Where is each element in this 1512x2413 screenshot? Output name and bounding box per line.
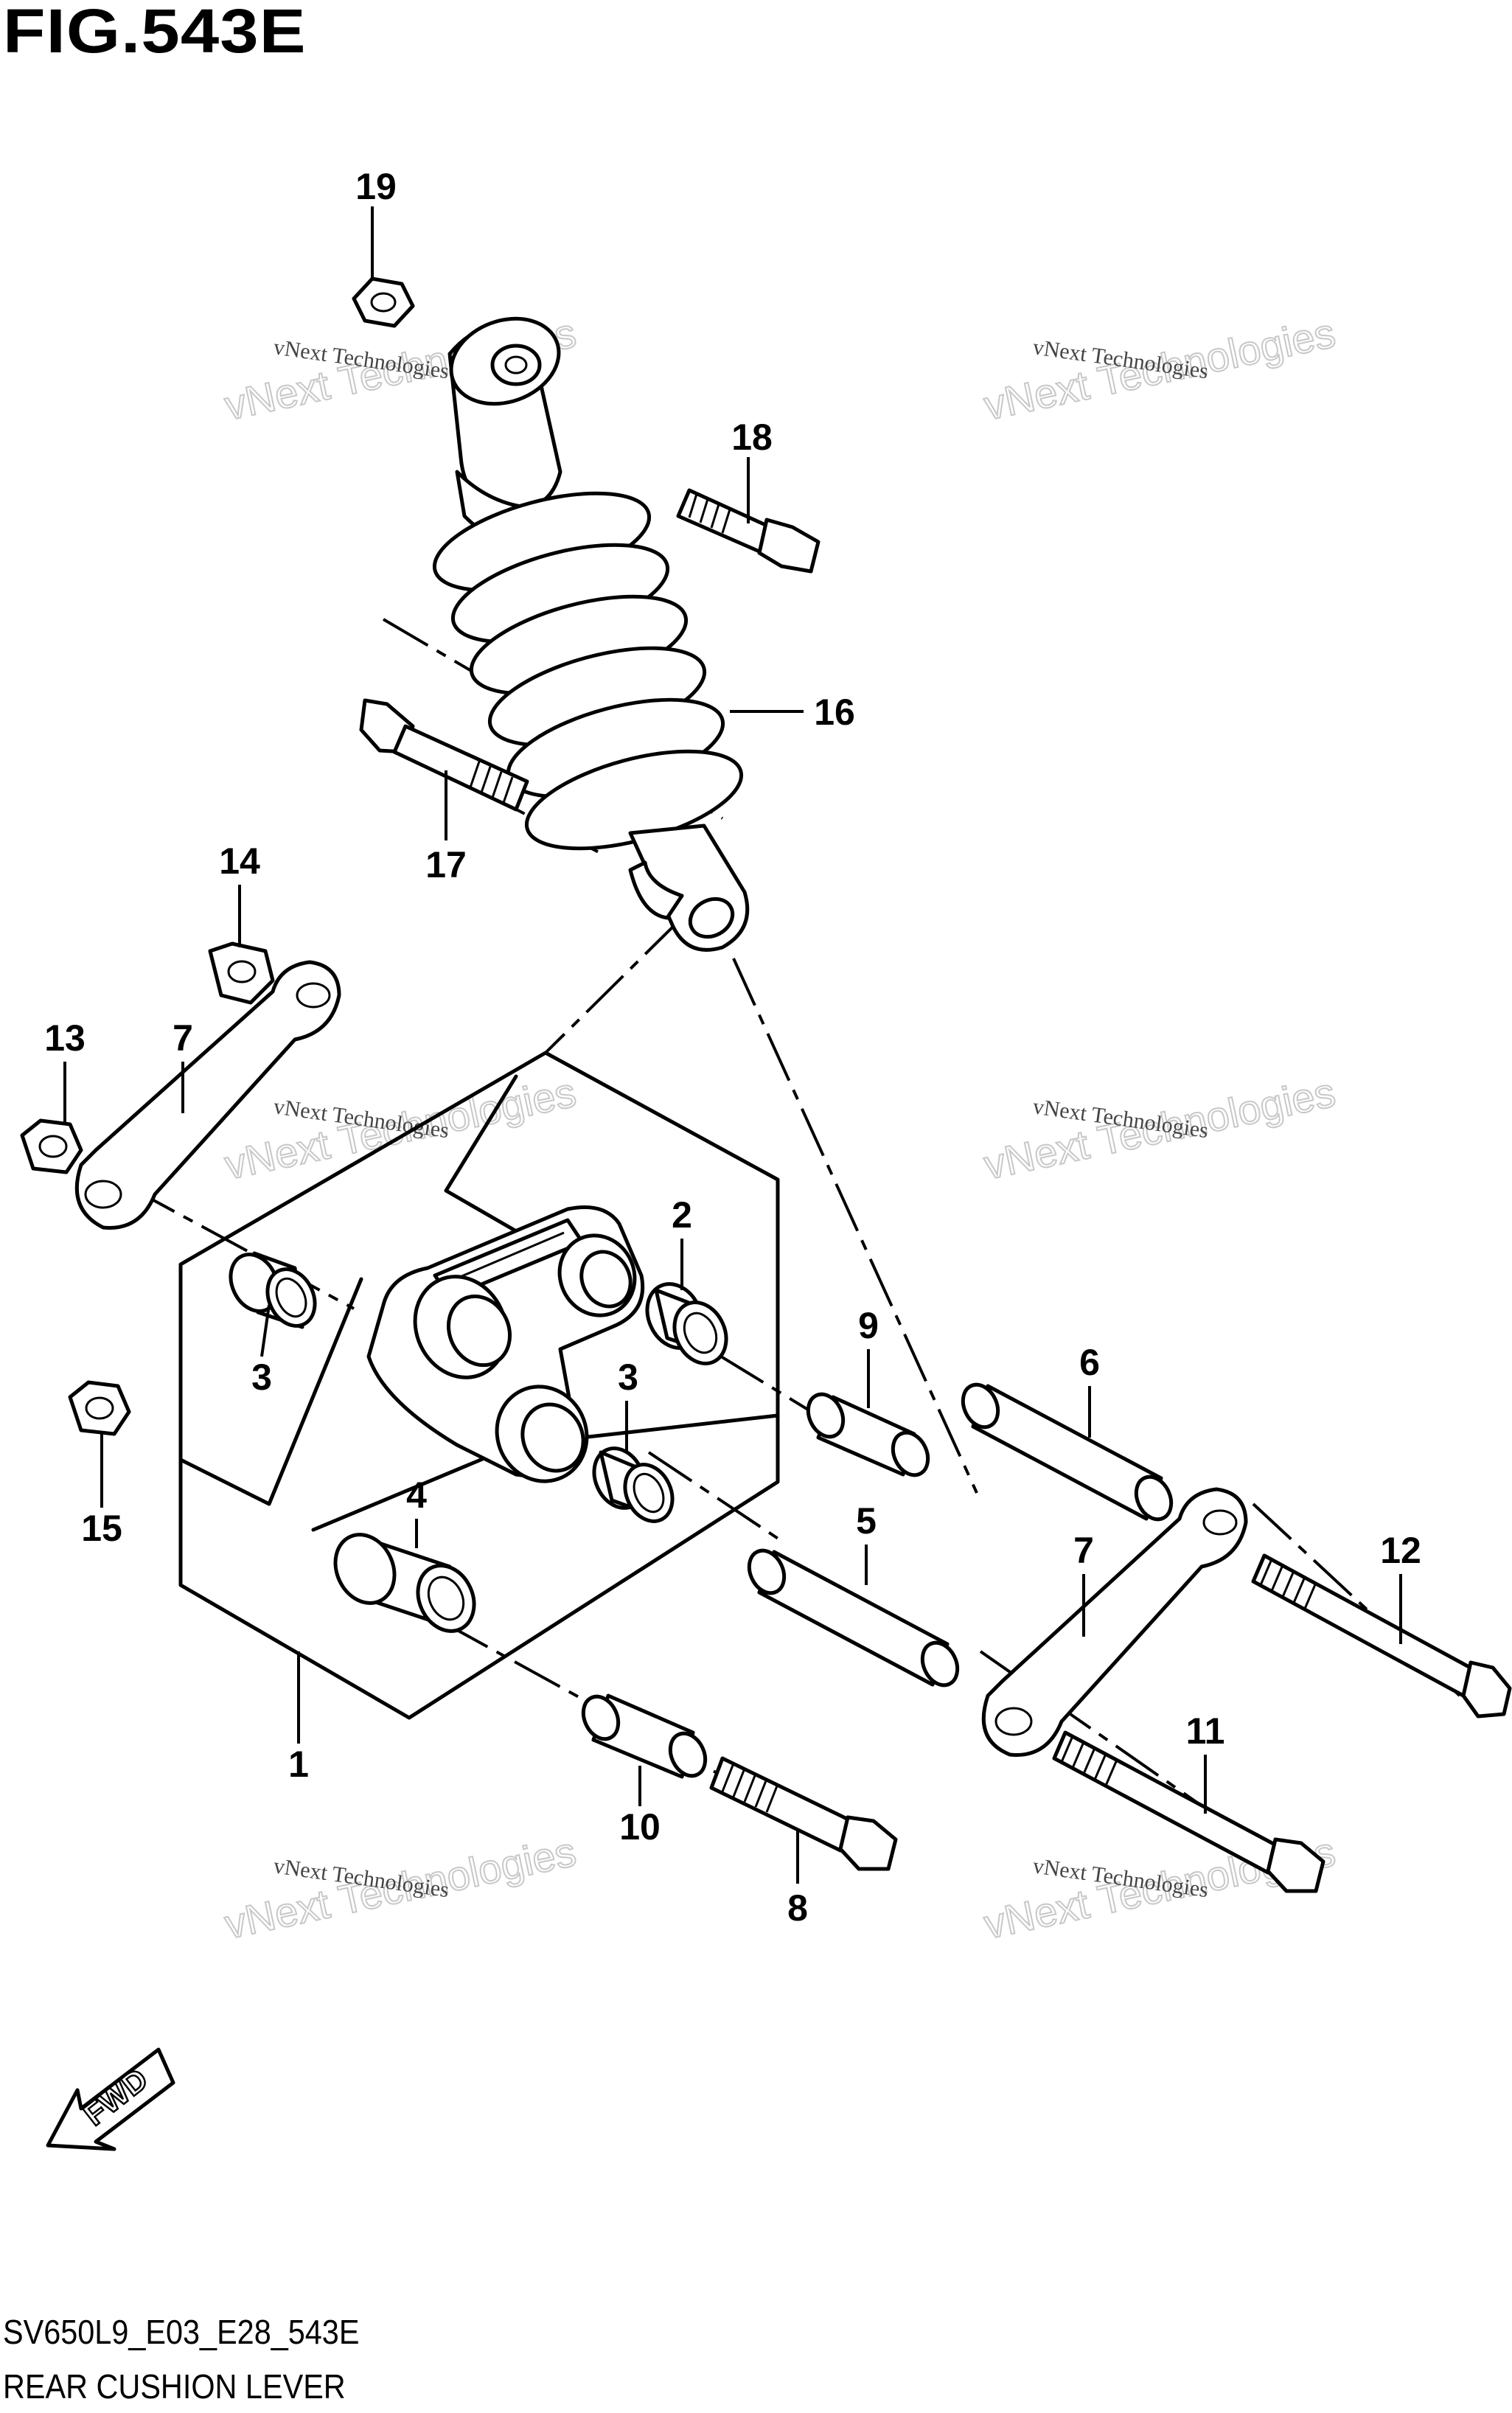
callout-7-right: 7 (1073, 1530, 1094, 1571)
nut-14 (208, 941, 275, 1005)
callout-9: 9 (858, 1305, 879, 1346)
callout-3-left: 3 (251, 1357, 272, 1398)
cushion-lever (366, 1205, 645, 1483)
pipe-6 (961, 1382, 1174, 1522)
callout-17: 17 (425, 844, 467, 885)
callout-numbers: 19 18 16 17 14 13 7 2 9 6 3 3 15 4 5 7 1… (44, 166, 1421, 1929)
bolt-18 (676, 488, 821, 574)
callout-3-right: 3 (618, 1357, 638, 1398)
callout-18: 18 (731, 417, 773, 458)
fwd-arrow: FWD (46, 2047, 175, 2151)
cushion-rod-right (981, 1487, 1248, 1757)
figure-title: FIG.543E (3, 0, 307, 66)
callout-4: 4 (406, 1474, 427, 1516)
cushion-rod-left (74, 960, 341, 1230)
section-name: REAR CUSHION LEVER (3, 2367, 346, 2406)
nut-13 (20, 1118, 83, 1174)
watermark: vNext Technologies vNext Technologies (220, 1068, 580, 1188)
callout-14: 14 (219, 840, 260, 882)
bolt-11 (1052, 1730, 1325, 1893)
bolt-12 (1251, 1553, 1512, 1719)
watermark: vNext Technologies vNext Technologies (220, 1827, 580, 1948)
needle-bearing-3b (592, 1446, 675, 1523)
bearing-2 (645, 1282, 728, 1365)
bolt-8 (709, 1756, 898, 1871)
nut-19 (352, 276, 415, 328)
assembly-axes (128, 618, 1461, 1874)
watermark: vNext Technologies vNext Technologies (979, 308, 1339, 429)
callout-6: 6 (1079, 1342, 1100, 1383)
rear-shock-absorber (432, 316, 750, 952)
callout-1: 1 (288, 1744, 309, 1785)
callout-11: 11 (1186, 1710, 1225, 1752)
callout-13: 13 (44, 1017, 86, 1059)
callout-8: 8 (787, 1887, 808, 1929)
model-code: SV650L9_E03_E28_543E (3, 2313, 360, 2351)
watermark: vNext Technologies vNext Technologies (979, 1068, 1339, 1188)
fwd-arrow-icon (46, 2047, 175, 2151)
bolt-17 (359, 698, 529, 812)
nut-15 (68, 1380, 131, 1436)
callout-15: 15 (81, 1508, 122, 1549)
pipe-5 (747, 1548, 960, 1688)
callout-7-left: 7 (173, 1017, 193, 1059)
needle-bearing-3a (229, 1251, 317, 1329)
callout-5: 5 (856, 1500, 877, 1542)
callout-16: 16 (814, 692, 855, 733)
callout-10: 10 (619, 1806, 661, 1848)
spacer-10 (581, 1693, 708, 1779)
spacer-9 (806, 1392, 930, 1477)
callout-2: 2 (672, 1194, 692, 1236)
leader-lines (63, 206, 1402, 1884)
callout-19: 19 (355, 166, 397, 207)
bearing-4 (333, 1533, 476, 1633)
callout-12: 12 (1380, 1530, 1421, 1571)
